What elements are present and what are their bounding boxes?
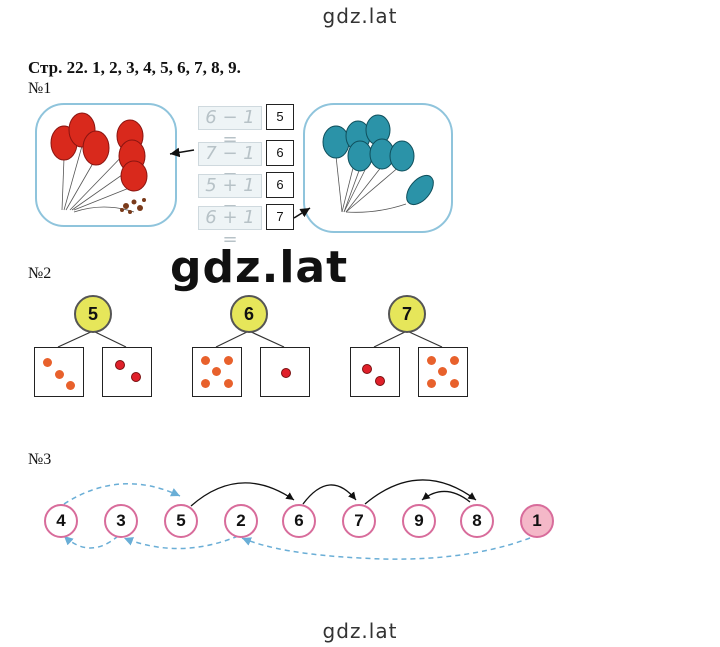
sequence-number-highlighted: 1	[520, 504, 554, 538]
chain-arrows	[63, 479, 531, 560]
dot	[55, 370, 64, 379]
equation-text: 5 + 1 =	[198, 174, 262, 218]
dot	[438, 367, 447, 376]
sequence-number: 7	[342, 504, 376, 538]
dot-box	[350, 347, 400, 397]
task1-illustration: 6 − 1 = 5 7 − 1 = 6 5 + 1 = 6 6 + 1 = 7	[34, 98, 484, 250]
dot-box	[418, 347, 468, 397]
branch-lines	[57, 330, 443, 348]
dot	[224, 356, 233, 365]
dot	[281, 368, 291, 378]
equation-text: 6 + 1 =	[198, 206, 262, 250]
equation-row: 5 + 1 = 6	[198, 172, 328, 218]
task3-label: №3	[28, 451, 52, 468]
match-arrows	[169, 147, 311, 219]
dot	[43, 358, 52, 367]
answer-box: 5	[266, 104, 294, 130]
answer-box: 7	[266, 204, 294, 230]
watermark-top: gdz.lat	[322, 4, 398, 28]
sequence-number: 5	[164, 504, 198, 538]
dot	[427, 379, 436, 388]
dot	[115, 360, 125, 370]
task3-number-chain: 4 3 5 2 6 7 9 8 1	[30, 468, 590, 568]
dot	[201, 356, 210, 365]
dot	[375, 376, 385, 386]
equation-text: 6 − 1 =	[198, 106, 262, 150]
task2-number-houses: 5 6 7	[30, 295, 500, 405]
total-number-node: 6	[230, 295, 268, 333]
sequence-number: 9	[402, 504, 436, 538]
blue-balloons-picture	[303, 103, 453, 233]
equation-row: 6 − 1 = 5	[198, 104, 328, 150]
watermark-bottom: gdz.lat	[322, 619, 398, 643]
sequence-number: 4	[44, 504, 78, 538]
dot	[450, 356, 459, 365]
page-header: Стр. 22. 1, 2, 3, 4, 5, 6, 7, 8, 9.	[28, 58, 241, 77]
dot	[362, 364, 372, 374]
dot	[66, 381, 75, 390]
red-balloons-picture	[35, 103, 177, 227]
task1-label: №1	[28, 80, 52, 97]
dot	[212, 367, 221, 376]
sequence-number: 2	[224, 504, 258, 538]
sequence-number: 3	[104, 504, 138, 538]
dot-box	[192, 347, 242, 397]
answer-box: 6	[266, 172, 294, 198]
equation-row: 6 + 1 = 7	[198, 204, 328, 250]
dot	[131, 372, 141, 382]
sequence-number: 6	[282, 504, 316, 538]
dot	[201, 379, 210, 388]
total-number-node: 5	[74, 295, 112, 333]
dot-box	[34, 347, 84, 397]
dot	[450, 379, 459, 388]
answer-box: 6	[266, 140, 294, 166]
watermark-middle: gdz.lat	[170, 242, 349, 293]
total-number-node: 7	[388, 295, 426, 333]
task2-label: №2	[28, 265, 52, 282]
sequence-number: 8	[460, 504, 494, 538]
dot-box	[260, 347, 310, 397]
dot-box	[102, 347, 152, 397]
dot	[427, 356, 436, 365]
dot	[224, 379, 233, 388]
